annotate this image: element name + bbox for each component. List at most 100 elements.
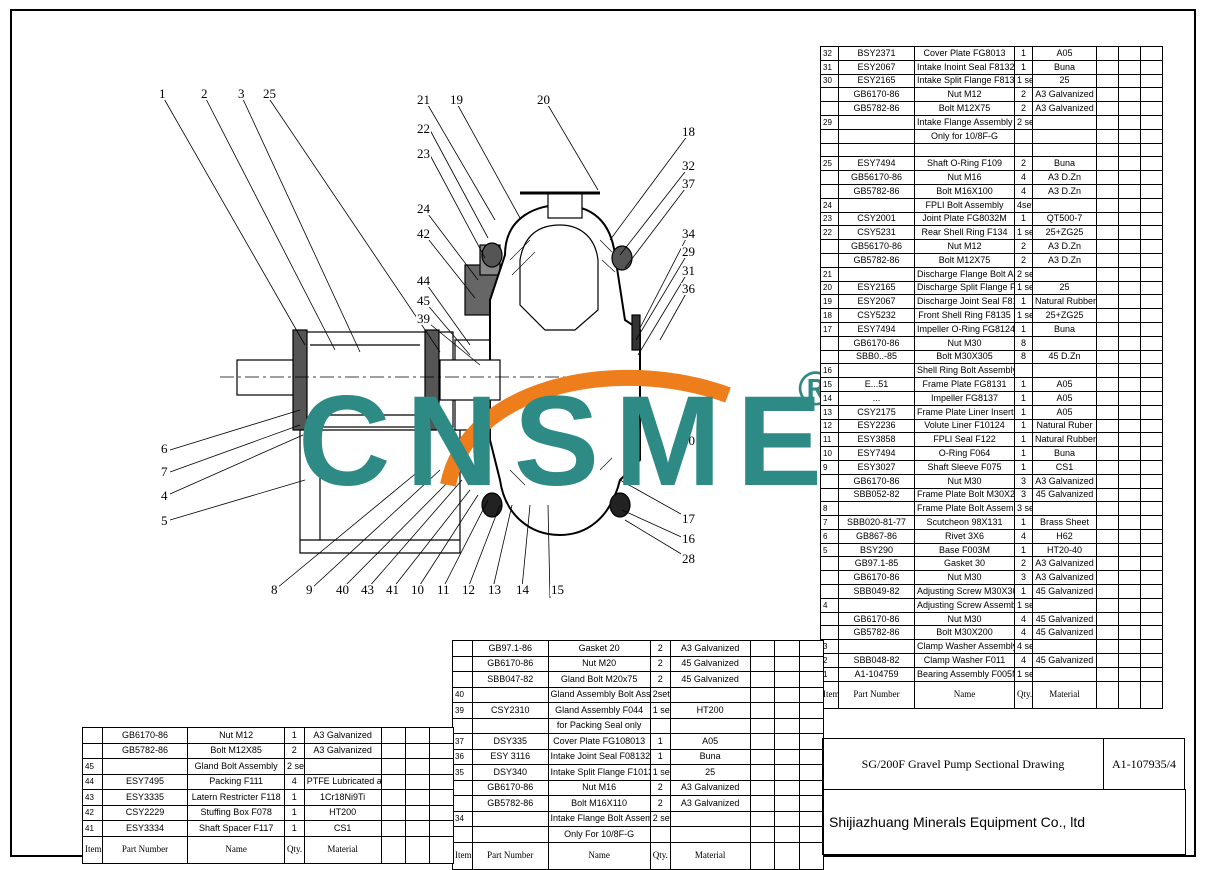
bom-cell: 1 set xyxy=(1014,597,1033,613)
bom-cell: 2 xyxy=(1014,156,1033,172)
bom-cell: 1 xyxy=(1014,584,1033,599)
bom-cell: A3 D.Zn xyxy=(1032,239,1097,254)
bom-cell: ESY2067 xyxy=(838,59,915,75)
bom-cell: Rivet 3X6 xyxy=(914,528,1015,544)
bom-cell: 4 xyxy=(1014,528,1033,544)
bom-blank-cell xyxy=(380,758,406,775)
bom-cell: 20 xyxy=(820,280,839,296)
bom-cell: GB5782-86 xyxy=(101,742,189,759)
bom-cell xyxy=(838,142,915,158)
bom-blank-cell xyxy=(1096,266,1119,282)
bom-blank-cell xyxy=(1096,459,1119,475)
bom-blank-cell xyxy=(1096,528,1119,544)
bom-cell: 45 Galvanized xyxy=(669,655,751,672)
bom-cell xyxy=(452,671,473,688)
bom-blank-cell xyxy=(1140,666,1163,682)
bom-blank-cell xyxy=(798,686,824,703)
bom-cell: Intake Split Flange F10130 xyxy=(547,764,651,781)
bom-cell: 34 xyxy=(452,810,473,827)
bom-blank-cell xyxy=(1096,128,1119,144)
bom-blank-cell xyxy=(1118,73,1141,89)
bom-cell: Nut M30 xyxy=(914,570,1015,586)
bom-cell xyxy=(101,758,189,775)
bom-blank-cell xyxy=(1118,294,1141,310)
bom-blank-cell xyxy=(1096,611,1119,627)
bom-cell: 25 xyxy=(669,764,751,781)
bom-cell: GB6170-86 xyxy=(838,611,915,627)
callout-label: 14 xyxy=(515,582,530,597)
bom-blank-cell xyxy=(1118,170,1141,185)
bom-blank-cell xyxy=(1096,487,1119,503)
bom-cell: 8 xyxy=(820,501,839,517)
callout-label: 34 xyxy=(681,226,696,241)
bom-cell: 2 xyxy=(1014,87,1033,103)
bom-cell: Bolt M30X305 xyxy=(914,349,1015,365)
bom-cell: Bolt M30X200 xyxy=(914,625,1015,641)
bom-cell: Bolt M12X75 xyxy=(914,252,1015,268)
bom-cell: Intake Split Flange F8130 xyxy=(914,73,1015,89)
bom-header-part-number: Part Number xyxy=(471,841,549,870)
bom-blank-cell xyxy=(428,835,455,864)
bom-blank-cell xyxy=(1118,308,1141,323)
bom-cell xyxy=(820,142,839,158)
bom-cell: 2 sets xyxy=(1014,114,1033,130)
bom-blank-cell xyxy=(774,655,800,672)
bom-cell: Nut M30 xyxy=(914,473,1015,489)
bom-cell xyxy=(820,128,839,144)
bom-cell: Shell Ring Bolt Assembly xyxy=(914,363,1015,379)
bom-cell xyxy=(649,717,671,734)
bom-cell: 6 xyxy=(820,528,839,544)
bom-cell: 45 Galvanized xyxy=(1032,611,1097,627)
bom-cell: SBB052-82 xyxy=(838,487,915,503)
callout-label: 37 xyxy=(681,176,696,191)
bom-blank-cell xyxy=(1118,87,1141,103)
bom-cell: 4 sets xyxy=(1014,639,1033,655)
bom-blank-cell xyxy=(1140,487,1163,503)
bom-cell: Discharge Joint Seal F8132 xyxy=(914,294,1015,310)
bom-blank-cell xyxy=(1096,308,1119,323)
bom-cell: ESY2236 xyxy=(838,418,915,434)
callout-label: 25 xyxy=(262,86,277,101)
bom-cell: Frame Plate Bolt M30X285 xyxy=(914,487,1015,503)
callout-label: 44 xyxy=(416,273,431,288)
bom-blank-cell xyxy=(1140,515,1163,530)
company-name: Shijiazhuang Minerals Equipment Co., ltd xyxy=(829,814,1086,830)
bom-cell: 2sets xyxy=(649,686,671,703)
bom-blank-cell xyxy=(1118,252,1141,268)
bom-blank-cell xyxy=(1140,101,1163,116)
bom-blank-cell xyxy=(1118,597,1141,613)
callout-label: 32 xyxy=(681,158,696,173)
bom-cell: 29 xyxy=(820,114,839,130)
bom-blank-cell xyxy=(404,835,430,864)
bom-blank-cell xyxy=(1140,528,1163,544)
bom-blank-cell xyxy=(1118,404,1141,420)
bom-cell: 35 xyxy=(452,764,473,781)
bom-cell: 42 xyxy=(82,804,103,821)
bom-blank-cell xyxy=(1096,542,1119,558)
bom-blank-cell xyxy=(1096,556,1119,572)
bom-cell: 1 xyxy=(283,727,305,744)
bom-blank-cell xyxy=(1140,363,1163,379)
callout-label: 36 xyxy=(681,281,696,296)
bom-cell xyxy=(471,810,549,827)
bom-blank-cell xyxy=(428,820,455,837)
bom-cell: 41 xyxy=(82,820,103,837)
bom-cell: A3 Galvanized xyxy=(303,742,382,759)
bom-cell: Gasket 20 xyxy=(547,640,651,657)
bom-cell xyxy=(669,826,751,843)
bom-cell: Frame Plate FG8131 xyxy=(914,377,1015,392)
